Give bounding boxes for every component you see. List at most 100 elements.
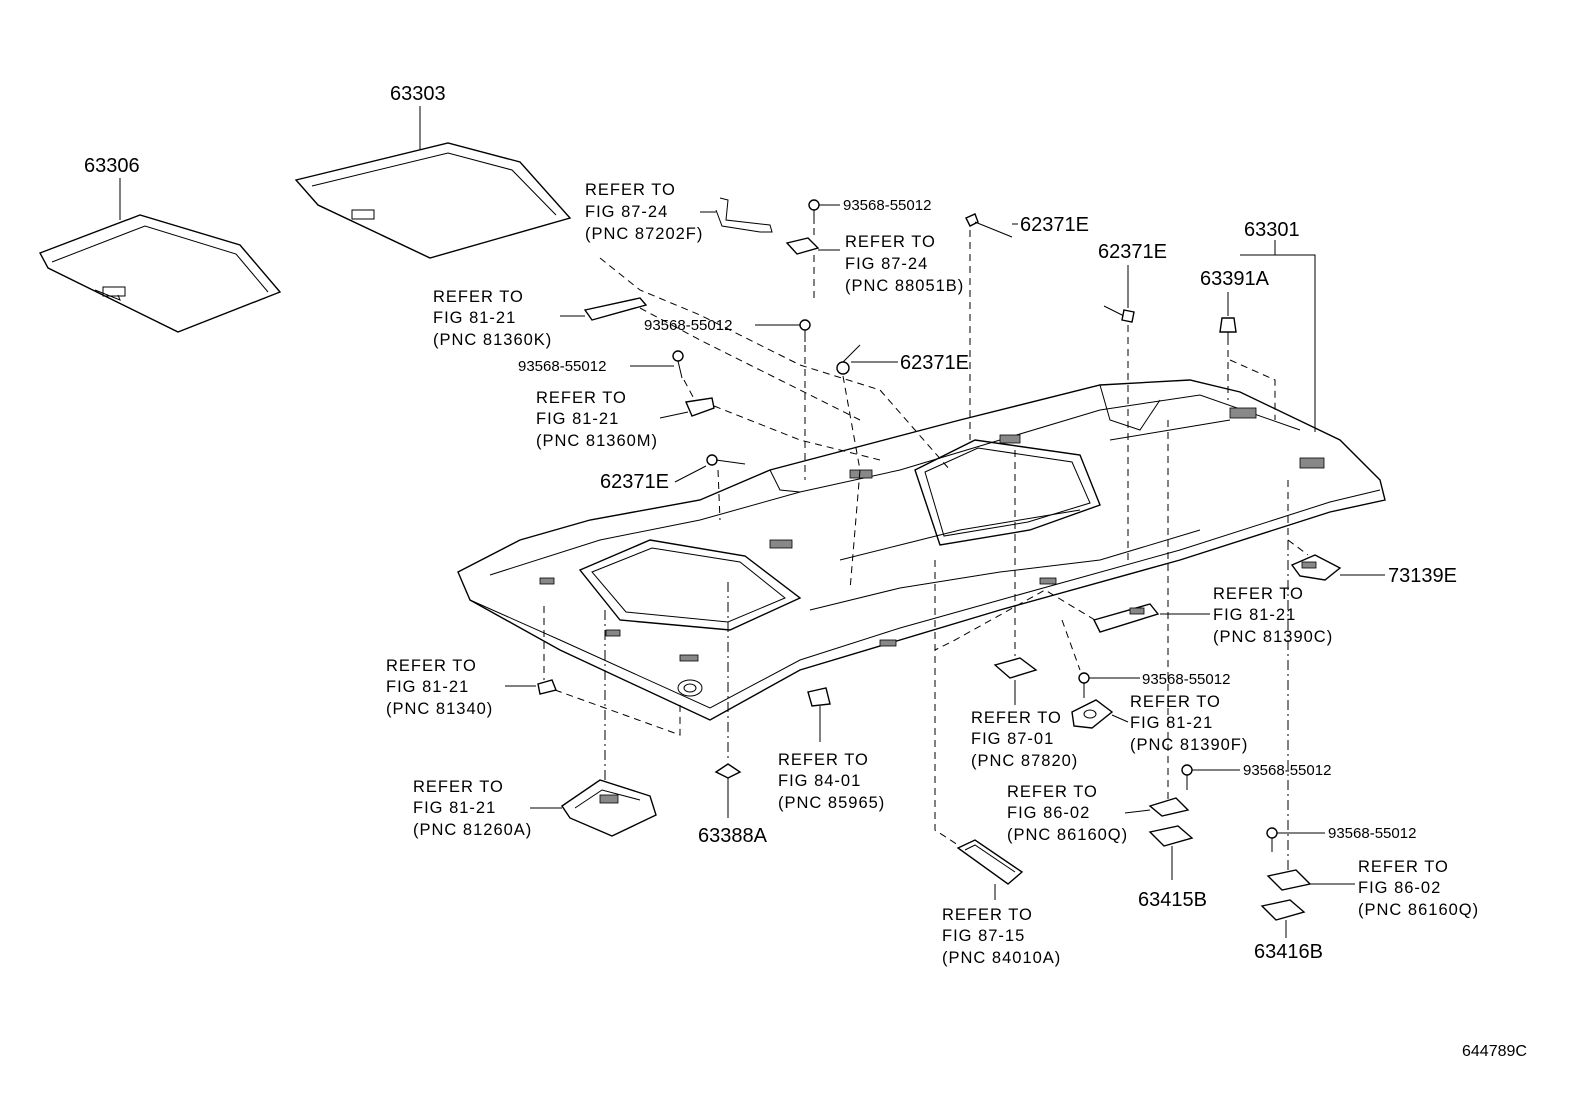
- svg-text:(PNC 87202F): (PNC 87202F): [585, 225, 703, 243]
- roof-headliner-part-63301: [457, 379, 1386, 721]
- part-number-63416B: 63416B: [1254, 941, 1323, 963]
- svg-text:FIG 81-21: FIG 81-21: [1130, 714, 1213, 732]
- reference-87202F: REFER TO FIG 87-24 (PNC 87202F): [585, 181, 703, 243]
- clip-part-63391A: [1219, 317, 1237, 345]
- part-number-62371E-left: 62371E: [600, 471, 669, 493]
- svg-text:FIG 86-02: FIG 86-02: [1358, 879, 1441, 897]
- diagram-id: 644789C: [1462, 1043, 1527, 1060]
- part-number-73139E: 73139E: [1388, 565, 1457, 587]
- svg-text:(PNC 81360M): (PNC 81360M): [536, 432, 658, 450]
- reference-81360M: REFER TO FIG 81-21 (PNC 81360M): [536, 389, 658, 450]
- part-number-63415B: 63415B: [1138, 889, 1207, 911]
- cover-ref-86160Q-b: [1266, 869, 1312, 891]
- svg-text:FIG 87-01: FIG 87-01: [971, 730, 1054, 748]
- svg-text:REFER TO: REFER TO: [845, 233, 936, 251]
- svg-text:(PNC 81390F): (PNC 81390F): [1130, 736, 1248, 754]
- bolt-93568-55012-1: [808, 199, 820, 224]
- part-number-bolt-3: 93568-55012: [518, 358, 606, 375]
- svg-text:(PNC 88051B): (PNC 88051B): [845, 277, 964, 295]
- reference-87820: REFER TO FIG 87-01 (PNC 87820): [971, 709, 1078, 770]
- svg-text:(PNC 84010A): (PNC 84010A): [942, 949, 1061, 967]
- garnish-ref-84010A: [956, 839, 1024, 885]
- cover-ref-81340: [537, 679, 557, 695]
- svg-text:REFER TO: REFER TO: [1007, 783, 1098, 801]
- reference-81260A: REFER TO FIG 81-21 (PNC 81260A): [413, 778, 532, 839]
- svg-text:FIG 86-02: FIG 86-02: [1007, 804, 1090, 822]
- part-number-63388A: 63388A: [698, 825, 768, 847]
- svg-text:REFER TO: REFER TO: [942, 906, 1033, 924]
- svg-text:REFER TO: REFER TO: [971, 709, 1062, 727]
- svg-text:REFER TO: REFER TO: [1130, 693, 1221, 711]
- bracket-ref-87202F: [715, 197, 773, 233]
- svg-text:(PNC 86160Q): (PNC 86160Q): [1007, 826, 1128, 844]
- part-number-62371E-right: 62371E: [1098, 241, 1167, 263]
- bolt-93568-55012-4: [1078, 672, 1090, 698]
- svg-text:FIG 87-24: FIG 87-24: [845, 255, 928, 273]
- lamp-ref-81390C: [1092, 603, 1160, 633]
- reference-88051B: REFER TO FIG 87-24 (PNC 88051B): [845, 233, 964, 295]
- sunshade-front-part-63303: [294, 142, 572, 259]
- clip-62371E-mid: [836, 344, 861, 375]
- svg-text:FIG 81-21: FIG 81-21: [386, 678, 469, 696]
- svg-text:(PNC 81260A): (PNC 81260A): [413, 821, 532, 839]
- clip-62371E-right: [1103, 305, 1135, 323]
- lamp-ref-81390F: [1071, 699, 1114, 729]
- reference-86160Q-a: REFER TO FIG 86-02 (PNC 86160Q): [1007, 783, 1128, 844]
- svg-text:FIG 87-15: FIG 87-15: [942, 927, 1025, 945]
- svg-text:(PNC 81390C): (PNC 81390C): [1213, 628, 1333, 646]
- svg-text:FIG 81-21: FIG 81-21: [536, 410, 619, 428]
- clip-62371E-left: [706, 454, 746, 466]
- svg-text:FIG 81-21: FIG 81-21: [433, 309, 516, 327]
- cover-ref-87820: [993, 657, 1038, 679]
- bolt-93568-55012-2: [799, 319, 811, 342]
- reference-85965: REFER TO FIG 84-01 (PNC 85965): [778, 751, 884, 812]
- svg-text:(PNC 81360K): (PNC 81360K): [433, 331, 552, 349]
- svg-text:(PNC 86160Q): (PNC 86160Q): [1358, 901, 1479, 919]
- reference-81340: REFER TO FIG 81-21 (PNC 81340): [386, 657, 493, 718]
- cover-ref-86160Q-a: [1148, 797, 1190, 817]
- bolt-93568-55012-5: [1181, 764, 1193, 790]
- svg-text:REFER TO: REFER TO: [778, 751, 869, 769]
- svg-text:REFER TO: REFER TO: [585, 181, 676, 199]
- svg-text:REFER TO: REFER TO: [386, 657, 477, 675]
- svg-text:REFER TO: REFER TO: [413, 778, 504, 796]
- svg-text:REFER TO: REFER TO: [536, 389, 627, 407]
- svg-text:REFER TO: REFER TO: [1213, 585, 1304, 603]
- cover-ref-88051B: [785, 237, 820, 255]
- clip-part-63388A: [714, 763, 742, 779]
- reference-81360K: REFER TO FIG 81-21 (PNC 81360K): [433, 288, 552, 349]
- part-number-bolt-4: 93568-55012: [1142, 671, 1230, 688]
- bolt-93568-55012-3: [672, 350, 684, 379]
- cover-part-63415B: [1148, 825, 1194, 847]
- reference-84010A: REFER TO FIG 87-15 (PNC 84010A): [942, 906, 1061, 967]
- svg-text:(PNC 81340): (PNC 81340): [386, 700, 493, 718]
- svg-text:FIG 81-21: FIG 81-21: [1213, 606, 1296, 624]
- reference-86160Q-b: REFER TO FIG 86-02 (PNC 86160Q): [1358, 858, 1479, 919]
- map-lamp-ref-81260A: [561, 779, 657, 837]
- reference-81390C: REFER TO FIG 81-21 (PNC 81390C): [1213, 585, 1333, 646]
- part-number-63301: 63301: [1244, 219, 1300, 241]
- clip-62371E-top: [965, 213, 1013, 238]
- svg-text:FIG 87-24: FIG 87-24: [585, 203, 668, 221]
- svg-text:REFER TO: REFER TO: [1358, 858, 1449, 876]
- part-number-bolt-1: 93568-55012: [843, 197, 931, 214]
- bolt-93568-55012-6: [1266, 827, 1278, 852]
- part-number-63391A: 63391A: [1200, 268, 1270, 290]
- cover-part-63416B: [1260, 899, 1306, 921]
- sunshade-rear-part-63306: [39, 214, 282, 333]
- svg-text:FIG 84-01: FIG 84-01: [778, 772, 861, 790]
- svg-text:FIG 81-21: FIG 81-21: [413, 799, 496, 817]
- bracket-part-73139E: [1290, 554, 1342, 581]
- part-number-62371E-mid: 62371E: [900, 352, 969, 374]
- part-number-bolt-5: 93568-55012: [1243, 762, 1331, 779]
- garnish-ref-81360K: [583, 297, 648, 321]
- reference-81390F: REFER TO FIG 81-21 (PNC 81390F): [1130, 693, 1248, 754]
- svg-text:(PNC 87820): (PNC 87820): [971, 752, 1078, 770]
- part-number-bolt-6: 93568-55012: [1328, 825, 1416, 842]
- garnish-ref-81360M: [685, 397, 715, 417]
- part-number-62371E-top: 62371E: [1020, 214, 1089, 236]
- sensor-ref-85965: [807, 687, 831, 707]
- part-number-63306: 63306: [84, 155, 140, 177]
- part-number-63303: 63303: [390, 83, 446, 105]
